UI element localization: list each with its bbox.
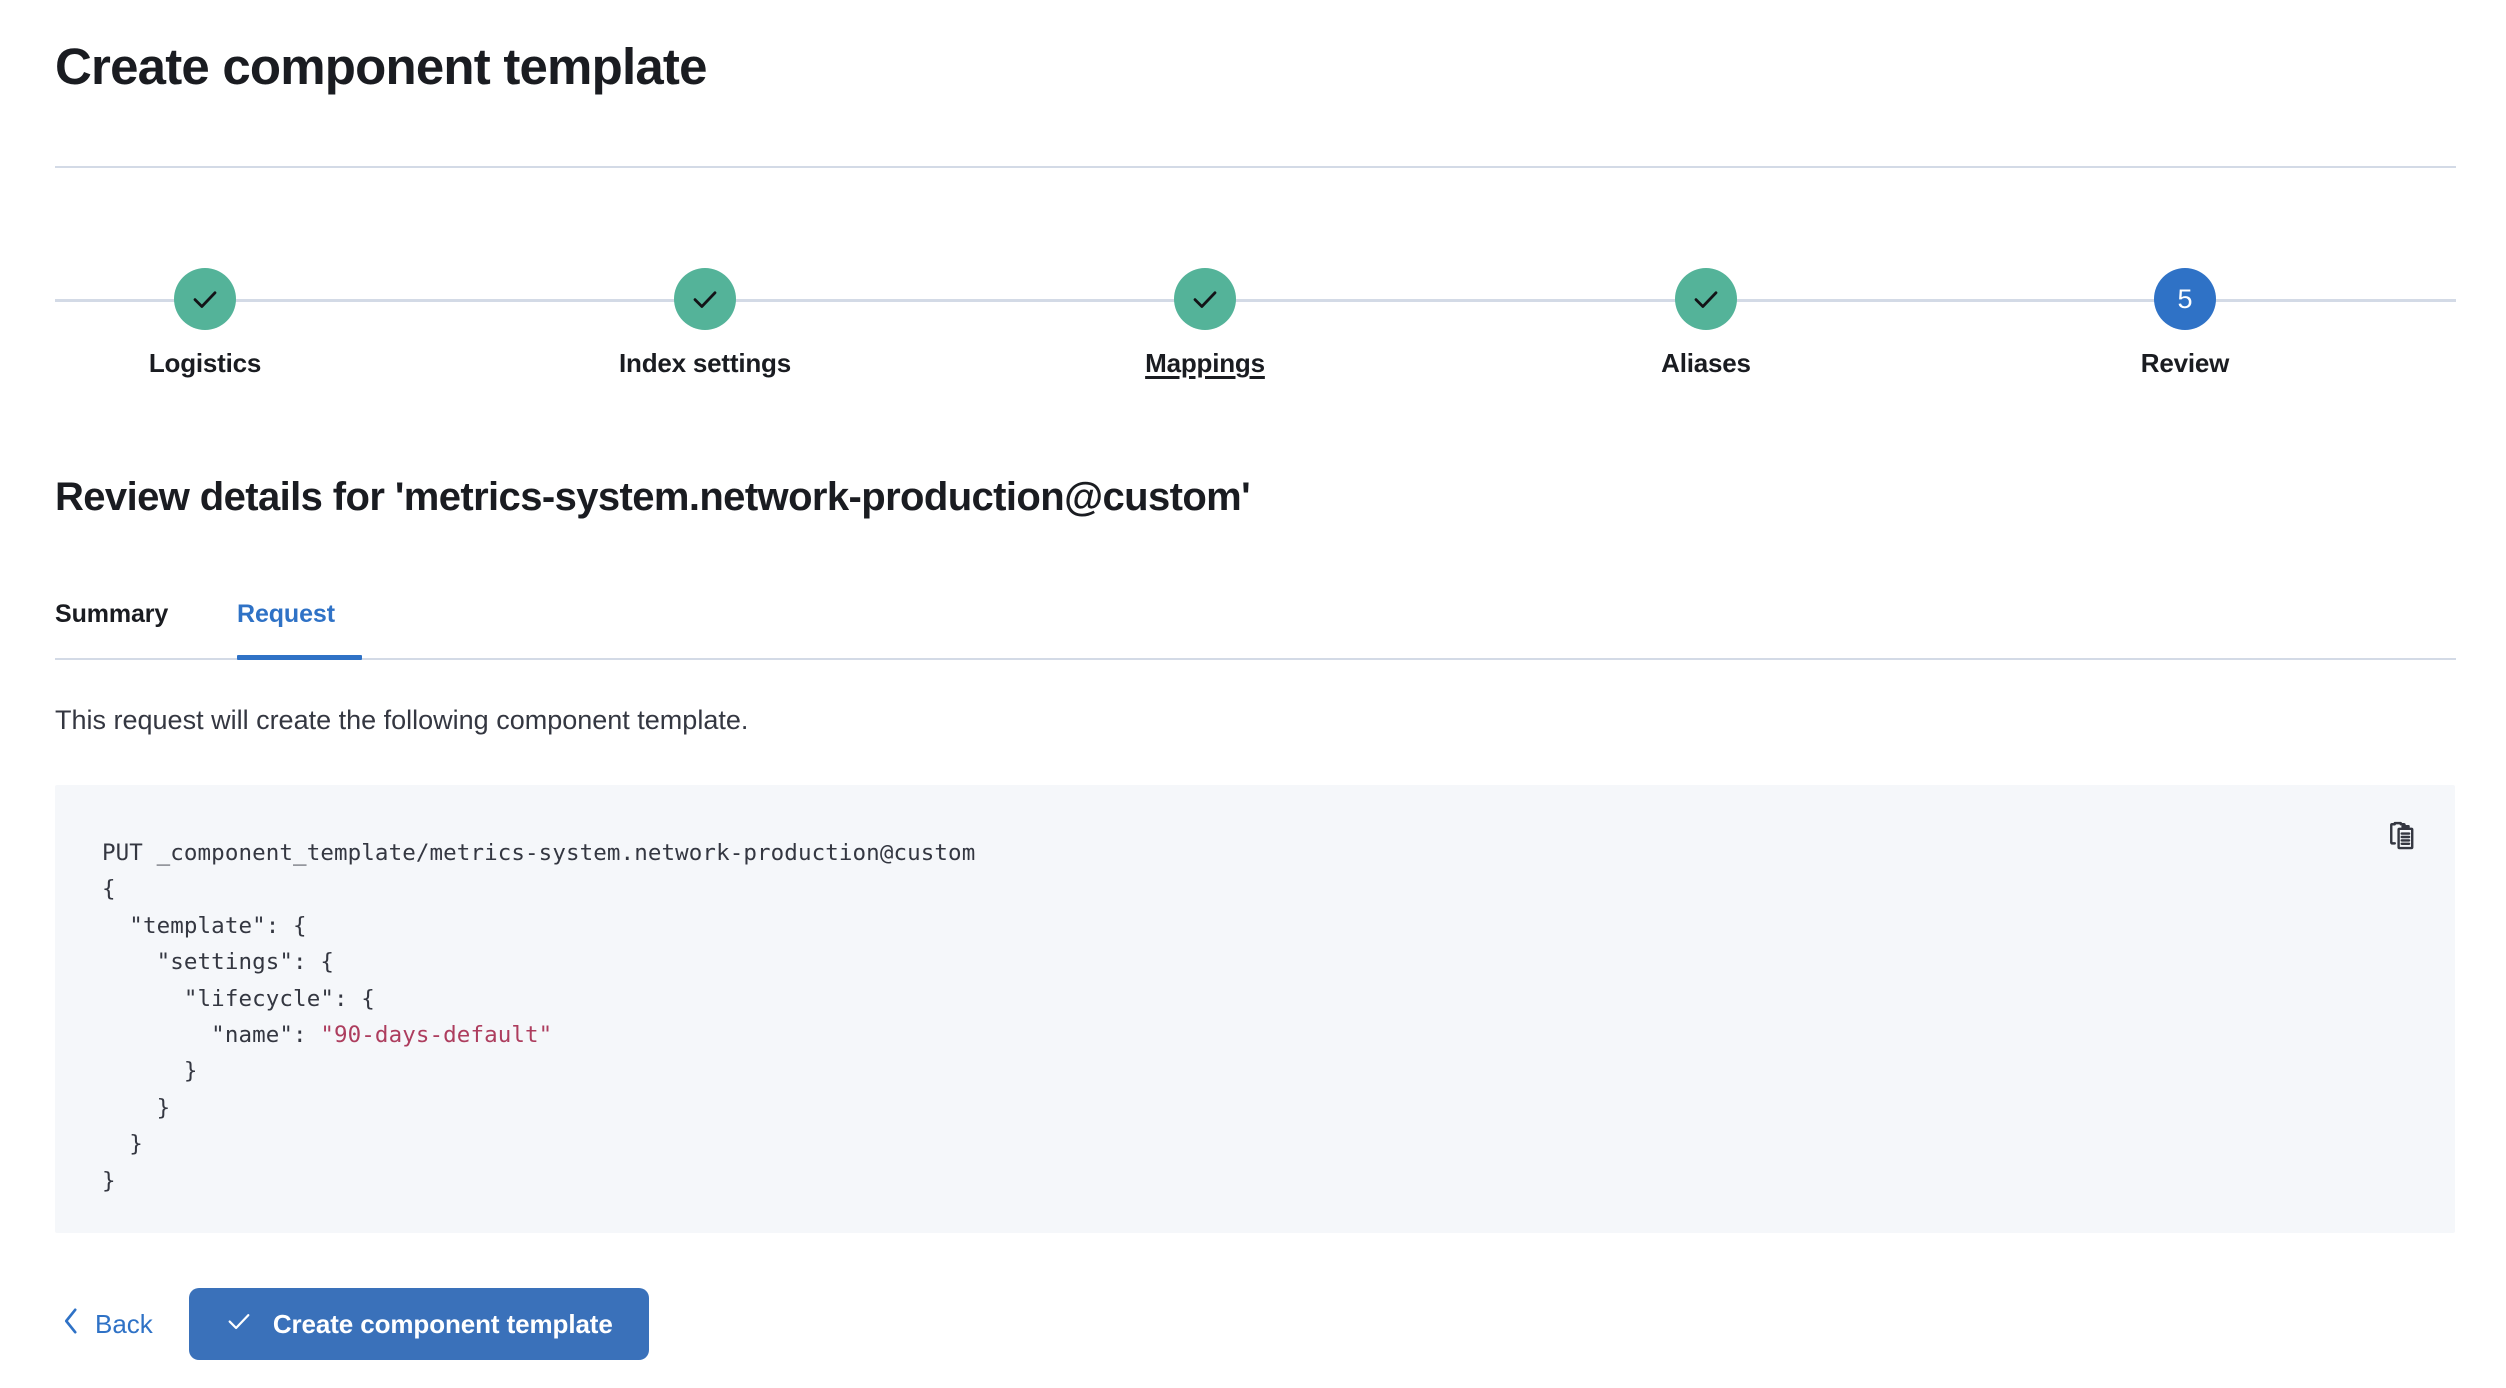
step-status-circle [674, 268, 736, 330]
check-icon [190, 284, 220, 314]
code-value-lifecycle-name: "90-days-default" [320, 1022, 553, 1049]
create-component-template-button-label: Create component template [272, 1308, 613, 1339]
check-icon [225, 1307, 253, 1342]
review-heading: Review details for 'metrics-system.netwo… [55, 475, 1251, 519]
check-icon [1691, 284, 1721, 314]
code-line-close-1: } [102, 1058, 198, 1085]
wizard-footer-actions: Back Create component template [55, 1288, 649, 1360]
step-status-circle: 5 [2154, 268, 2216, 330]
copy-to-clipboard-button[interactable] [2381, 815, 2427, 861]
step-track [55, 299, 2456, 302]
request-code-block: PUT _component_template/metrics-system.n… [102, 835, 975, 1199]
tab-bar: Summary Request [55, 598, 2456, 660]
copy-icon [2387, 820, 2421, 857]
request-code-panel: PUT _component_template/metrics-system.n… [55, 785, 2455, 1233]
code-line-template: "template": { [102, 912, 307, 939]
code-line-close-3: } [102, 1131, 143, 1158]
tab-bar-underline [55, 658, 2456, 660]
step-aliases[interactable]: Aliases [1556, 255, 1856, 379]
code-line-name-key: "name": [102, 1022, 321, 1049]
chevron-left-icon [61, 1307, 81, 1342]
code-line-settings: "settings": { [102, 949, 334, 976]
check-icon [690, 284, 720, 314]
step-label-mappings[interactable]: Mappings [1145, 348, 1265, 378]
step-indicator: Logistics Index settings Mappings [55, 255, 2456, 395]
step-mappings[interactable]: Mappings [1055, 255, 1355, 379]
step-label-aliases[interactable]: Aliases [1661, 348, 1751, 378]
step-review[interactable]: 5 Review [2035, 255, 2335, 379]
step-label-index-settings[interactable]: Index settings [618, 348, 791, 378]
request-line: PUT _component_template/metrics-system.n… [102, 840, 976, 866]
back-button-label: Back [95, 1308, 153, 1339]
step-label-review[interactable]: Review [2140, 348, 2230, 378]
step-label-logistics[interactable]: Logistics [148, 348, 262, 378]
code-line-close-4: } [102, 1167, 116, 1194]
check-icon [1190, 284, 1220, 314]
request-body: { "template": { "settings": { "lifecycle… [102, 876, 552, 1193]
step-status-circle [1174, 268, 1236, 330]
step-number: 5 [2177, 283, 2193, 314]
page-title: Create component template [55, 38, 707, 95]
code-line-close-2: } [102, 1094, 171, 1121]
step-status-circle [1675, 268, 1737, 330]
step-status-circle [174, 268, 236, 330]
code-line-lifecycle: "lifecycle": { [102, 985, 375, 1012]
tab-summary[interactable]: Summary [55, 600, 169, 628]
tab-active-indicator [237, 655, 362, 660]
header-divider [55, 166, 2456, 168]
back-button[interactable]: Back [55, 1299, 159, 1350]
request-description: This request will create the following c… [55, 705, 749, 735]
step-logistics[interactable]: Logistics [55, 255, 355, 379]
step-index-settings[interactable]: Index settings [555, 255, 855, 379]
tab-request[interactable]: Request [237, 600, 335, 628]
code-line-open-brace: { [102, 876, 116, 903]
create-component-template-button[interactable]: Create component template [188, 1288, 649, 1360]
